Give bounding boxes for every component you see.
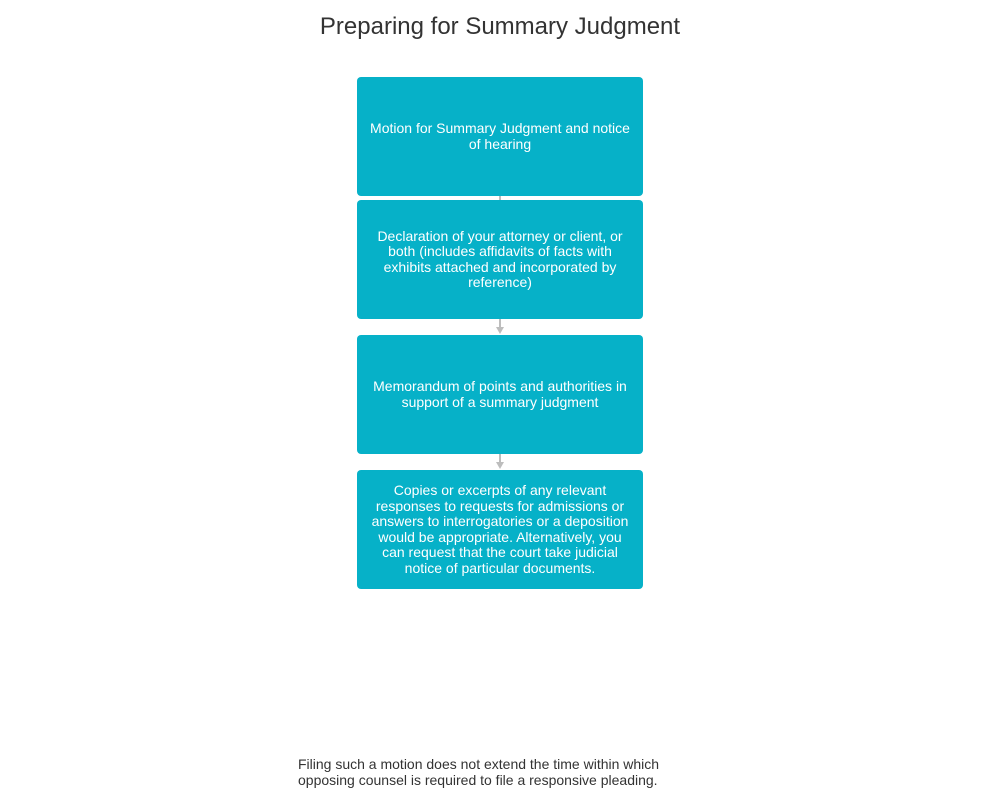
connector-arrow: [496, 196, 504, 200]
flow-step-motion: Motion for Summary Judgment and notice o…: [357, 77, 643, 196]
flow-step-label: Memorandum of points and authorities in …: [373, 378, 627, 410]
flow-step-declaration: Declaration of your attorney or client, …: [357, 200, 643, 319]
footnote: Filing such a motion does not extend the…: [298, 756, 660, 788]
flow-step-label: Declaration of your attorney or client, …: [377, 227, 623, 290]
flow-step-label: Motion for Summary Judgment and notice o…: [370, 120, 630, 152]
connector-arrow-icon: [496, 454, 504, 470]
diagram-title: Preparing for Summary Judgment: [319, 13, 681, 40]
flow-step-copies: Copies or excerpts of any relevant respo…: [357, 470, 643, 589]
flow-step-memorandum: Memorandum of points and authorities in …: [357, 335, 643, 454]
connector-arrow-icon: [496, 319, 504, 335]
flow-step-label: Copies or excerpts of any relevant respo…: [371, 482, 629, 576]
